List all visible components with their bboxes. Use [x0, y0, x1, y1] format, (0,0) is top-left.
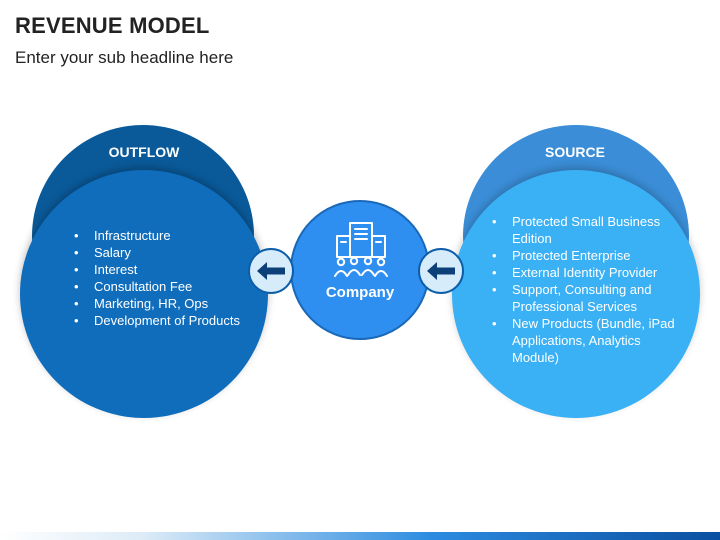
bottom-gradient-bar [0, 532, 720, 540]
company-label: Company [325, 284, 395, 301]
outflow-list: Infrastructure Salary Interest Consultat… [70, 227, 250, 329]
outflow-item: Infrastructure [70, 227, 250, 244]
outflow-item: Salary [70, 244, 250, 261]
source-item: New Products (Bundle, iPad Applications,… [488, 315, 683, 366]
company-circle: Company [290, 200, 430, 340]
arrow-left-icon [427, 262, 455, 280]
source-item: Protected Small Business Edition [488, 213, 683, 247]
outflow-item: Development of Products [70, 312, 250, 329]
outflow-item: Consultation Fee [70, 278, 250, 295]
slide-subtitle: Enter your sub headline here [15, 48, 234, 67]
outflow-heading: OUTFLOW [108, 144, 180, 160]
outflow-item: Interest [70, 261, 250, 278]
right-connector [418, 248, 464, 294]
source-item: Support, Consulting and Professional Ser… [488, 281, 683, 315]
source-item: External Identity Provider [488, 264, 683, 281]
source-list: Protected Small Business Edition Protect… [488, 213, 683, 366]
source-heading: SOURCE [545, 144, 605, 160]
left-connector [248, 248, 294, 294]
company-building-people-icon [332, 220, 390, 285]
source-item: Protected Enterprise [488, 247, 683, 264]
arrow-left-icon [257, 262, 285, 280]
outflow-item: Marketing, HR, Ops [70, 295, 250, 312]
slide-title: REVENUE MODEL [15, 13, 210, 38]
